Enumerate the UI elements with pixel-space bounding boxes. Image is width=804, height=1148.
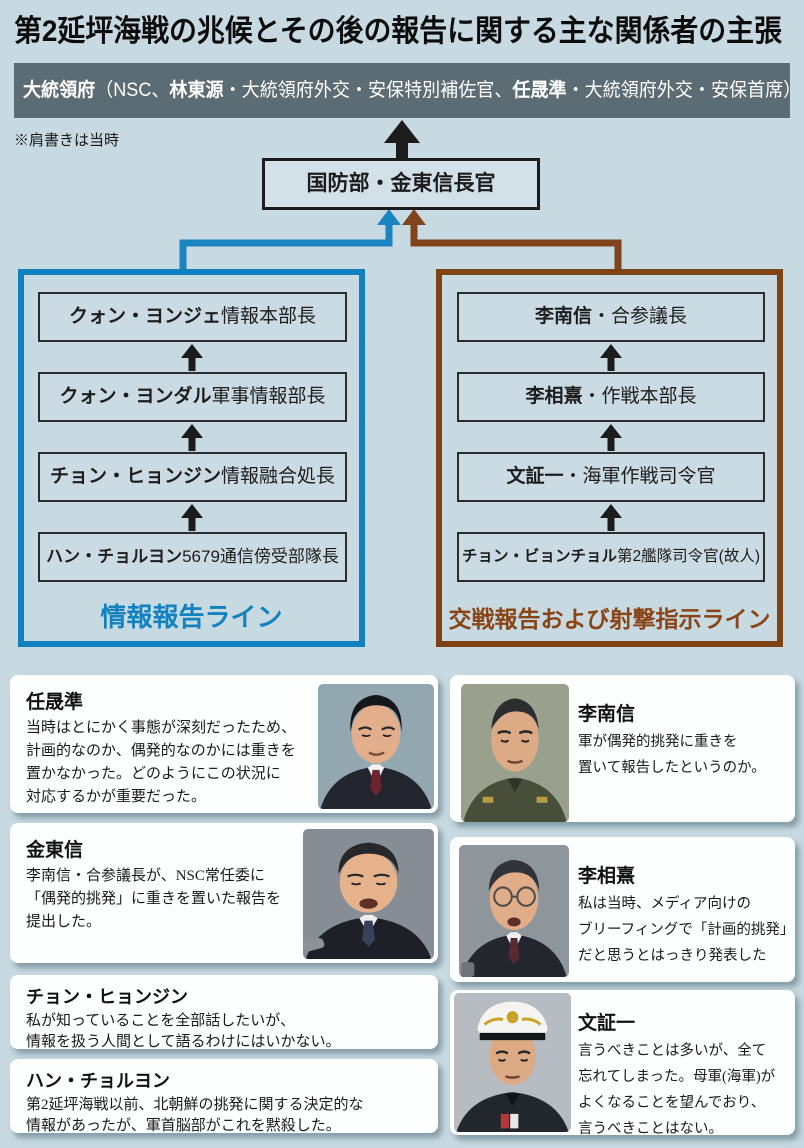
engagement-line-label: 交戦報告および射撃指示ライン [448, 606, 771, 632]
engagement-line-box [436, 269, 783, 647]
info-report-line-label: 情報報告ライン [100, 602, 283, 632]
card-im-sung-jun: 任晟準 当時はとにかく事態が深刻だったため、 計画的なのか、偶発的なのかには重き… [10, 675, 438, 813]
bar-segment: ・大統領府外交・安保首席） [566, 80, 802, 101]
blue-house-label: 大統領府 [23, 80, 96, 101]
person-quote: 当時はとにかく事態が深刻だったため、 計画的なのか、偶発的なのかには重きを 置か… [26, 720, 297, 805]
person-name: チョン・ヒョンジン [26, 987, 188, 1007]
person-name: 文証一 [578, 1013, 636, 1034]
person-quote: 李南信・合参議長が、NSC常任委に 「偶発的挑発」に重きを置いた報告を 提出した… [26, 868, 282, 930]
blue-house-bar-text: 大統領府（NSC、林東源・大統領府外交・安保特別補佐官、任晟準・大統領府外交・安… [23, 63, 801, 118]
person-name: 李相熹 [578, 866, 636, 887]
org-node-kwon-yong-jae: クォン・ヨンジェ情報本部長 [38, 292, 347, 342]
org-node-lee-sang-hee: 李相熹・作戦本部長 [457, 372, 765, 422]
person-quote: 言うべきことは多いが、全て 忘れてしまった。母軍(海軍)が よくなることを望んで… [578, 1043, 776, 1135]
photo-moon-jung-il [454, 993, 571, 1132]
footnote: ※肩書きは当時 [14, 132, 120, 149]
card-kim-dong-shin: 金東信 李南信・合参議長が、NSC常任委に 「偶発的挑発」に重きを置いた報告を … [10, 823, 438, 963]
org-node-chung-hyung-jin: チョン・ヒョンジン情報融合処長 [38, 452, 347, 502]
page-title: 第2延坪海戦の兆候とその後の報告に関する主な関係者の主張 [14, 15, 782, 48]
card-han-chul-yong: ハン・チョルヨン 第2延坪海戦以前、北朝鮮の挑発に関する決定的な 情報があったが… [10, 1059, 438, 1133]
photo-im-sung-jun [318, 684, 434, 809]
card-chung-hyung-jin: チョン・ヒョンジン 私が知っていることを全部話したいが、 情報を扱う人間として語… [10, 975, 438, 1049]
person-quote: 私は当時、メディア向けの ブリーフィングで「計画的挑発」 だと思うとはっきり発表… [578, 896, 795, 964]
im-sung-jun-name: 任晟準 [512, 80, 567, 101]
photo-lee-sang-hee [459, 845, 569, 977]
photo-lee-nam-shin [461, 684, 569, 822]
blue-house-bar: 大統領府（NSC、林東源・大統領府外交・安保特別補佐官、任晟準・大統領府外交・安… [14, 63, 801, 118]
org-node-moon-jung-il: 文証一・海軍作戦司令官 [457, 452, 765, 502]
person-name: ハン・チョルヨン [26, 1071, 170, 1091]
org-node-lee-nam-shin: 李南信・合参議長 [457, 292, 765, 342]
bar-segment: ・大統領府外交・安保特別補佐官、 [223, 80, 513, 101]
org-node-kwon-yong-dal: クォン・ヨンダル軍事情報部長 [38, 372, 347, 422]
org-node-han-chul-yong: ハン・チョルヨン5679通信傍受部隊長 [38, 532, 347, 582]
bar-segment: （NSC、 [95, 80, 170, 101]
card-lee-sang-hee: 李相熹 私は当時、メディア向けの ブリーフィングで「計画的挑発」 だと思うとはっ… [450, 837, 795, 982]
person-name: 任晟準 [26, 692, 84, 713]
person-quote: 軍が偶発的挑発に重きを 置いて報告したというのか。 [578, 734, 766, 776]
person-name: 李南信 [578, 704, 636, 725]
person-quote: 私が知っていることを全部話したいが、 情報を扱う人間として語るわけにはいかない。 [26, 1013, 341, 1049]
person-name: 金東信 [26, 840, 84, 861]
photo-kim-dong-shin [303, 829, 434, 959]
card-lee-nam-shin: 李南信 軍が偶発的挑発に重きを 置いて報告したというのか。 [450, 675, 795, 822]
org-node-chung-byong-chol: チョン・ビョンチョル第2艦隊司令官(故人) [457, 532, 765, 582]
person-quote: 第2延坪海戦以前、北朝鮮の挑発に関する決定的な 情報があったが、軍首脳部がこれを… [26, 1097, 364, 1133]
info-report-line-box [18, 269, 365, 647]
lim-dong-won-name: 林東源 [169, 80, 224, 101]
card-moon-jung-il: 文証一 言うべきことは多いが、全て 忘れてしまった。母軍(海軍)が よくなること… [450, 990, 795, 1135]
defense-minister-box: 国防部・金東信長官 [262, 158, 540, 210]
